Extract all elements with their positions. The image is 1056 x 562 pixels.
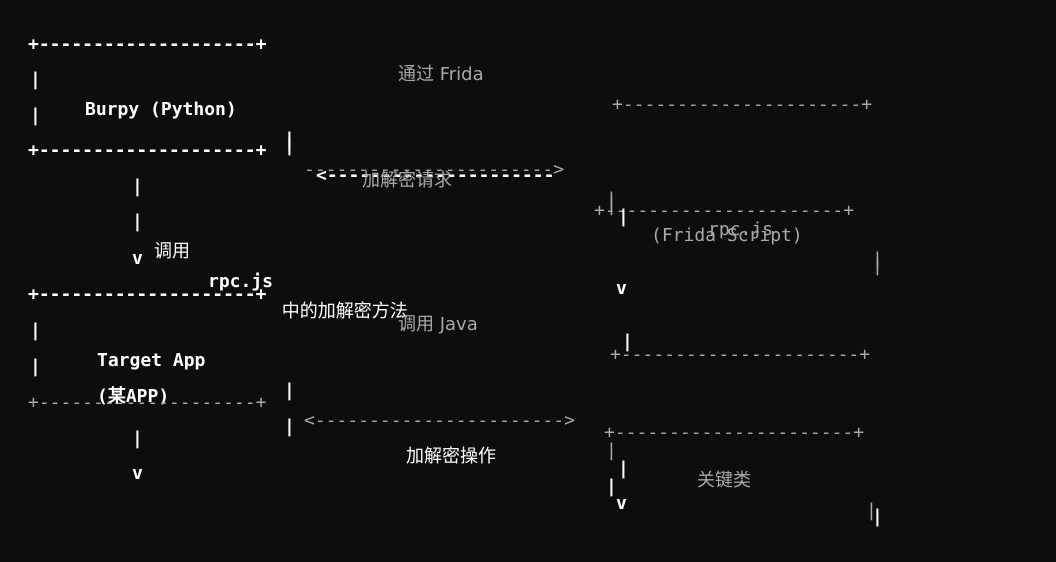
rpcjs-box-right-bar: |	[872, 249, 883, 270]
left-connector-bar: |	[132, 428, 143, 449]
burpy-box-right-bar: |	[284, 129, 295, 150]
target-box-left-bar: |	[30, 320, 41, 341]
burpy-box-right-bar: |	[284, 135, 295, 156]
burpy-box-bottom-border: +--------------------+	[28, 140, 267, 161]
crypto-request-label: 加解密请求	[362, 170, 452, 191]
target-box-right-bar: |	[284, 416, 295, 437]
row-burpy-rpcjs: | Burpy (Python) | ---------------------…	[0, 35, 883, 270]
row-down-arrows-1: v v	[0, 214, 627, 299]
rpcjs-box-left-bar: |	[606, 189, 617, 210]
via-frida-label: 通过 Frida	[398, 64, 484, 85]
rpcjs-box-top-border: +----------------------+	[612, 94, 873, 115]
burpy-box-left-bar: |	[30, 69, 41, 90]
row-connector-2: | |	[0, 394, 629, 479]
target-box-left-bar: |	[30, 356, 41, 377]
burpy-box-top-border: +--------------------+	[28, 34, 267, 55]
call-rpc-suffix: 中的加解密方法	[276, 301, 408, 322]
left-connector-bar: |	[132, 176, 143, 197]
right-connector-bar: |	[618, 206, 629, 227]
call-rpc-prefix: 调用	[154, 241, 196, 262]
rpcjs-box-right-bar: |	[872, 255, 883, 276]
call-rpc-filename: rpc.js	[208, 271, 274, 292]
left-down-arrow: v	[132, 248, 143, 269]
right-down-arrow: v	[616, 493, 627, 514]
bidirectional-arrow: <----------------------->	[304, 410, 575, 431]
row-down-arrows-2: v v	[0, 429, 627, 514]
row-bottom-borders-top: +--------------------+ 加解密请求 +----------…	[0, 106, 854, 221]
target-box-right-bar: |	[284, 380, 295, 401]
row-second-bottom-borders: +--------------------+ +----------------…	[0, 358, 864, 443]
key-class-box-right-bar: |	[872, 506, 883, 527]
row-connector-1: | |	[0, 142, 629, 227]
frida-script-label: (Frida Script)	[651, 225, 803, 246]
left-connector-bar: |	[132, 211, 143, 232]
burpy-box-left-bar: |	[30, 105, 41, 126]
row-app-crypto: | (某APP) | 加解密操作 | |	[0, 322, 883, 527]
key-class-label: 关键类	[697, 470, 751, 491]
row-second-top-borders: +--------------------+ 调用 Java +--------…	[0, 250, 870, 365]
row-call-rpc: | 调用 rpc.js 中的加解密方法 |	[0, 177, 633, 352]
arrow-rpcjs-to-burpy: <---------------------	[316, 165, 555, 186]
burpy-python-label: Burpy (Python)	[85, 99, 237, 120]
row-return-arrow: | | <--------------------- | (Frida Scri…	[0, 71, 883, 276]
target-app-label: Target App	[97, 350, 206, 371]
target-box-top-border: +--------------------+	[28, 284, 267, 305]
left-down-arrow: v	[132, 463, 143, 484]
arrow-burpy-to-rpcjs: ----------------------->	[304, 159, 565, 180]
rpcjs-box-left-bar: |	[606, 195, 617, 216]
row-top-borders: +--------------------+ 通过 Frida +-------…	[0, 0, 872, 115]
key-class-box-top-border: +----------------------+	[610, 344, 871, 365]
some-app-label: (某APP)	[97, 386, 170, 407]
ascii-diagram: +--------------------+ 通过 Frida +-------…	[0, 0, 883, 527]
right-down-arrow: v	[616, 278, 627, 299]
target-box-bottom-border: +--------------------+	[28, 392, 267, 413]
right-connector-bar: |	[622, 331, 633, 352]
right-connector-bar: |	[618, 458, 629, 479]
rpcjs-label: rpc.js	[708, 219, 774, 240]
row-target-keyclass: | Target App | <----------------------->…	[0, 286, 877, 521]
rpcjs-box-bottom-border: +----------------------+	[594, 200, 855, 221]
crypto-operation-label: 加解密操作	[406, 446, 496, 467]
key-class-box-bottom-border: +----------------------+	[604, 422, 865, 443]
call-java-label: 调用 Java	[398, 314, 478, 335]
